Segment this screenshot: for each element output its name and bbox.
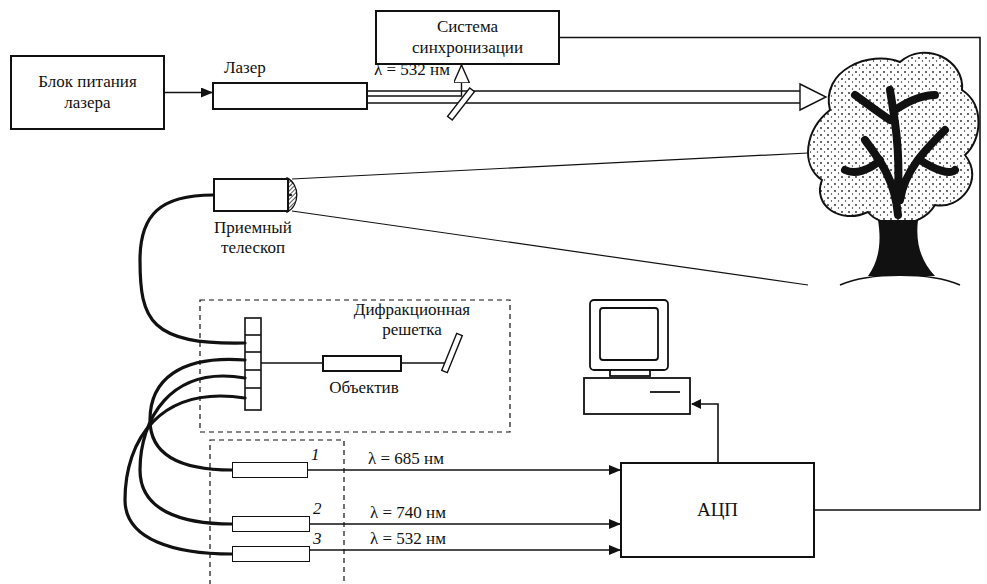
objective-box: Объектив: [322, 355, 402, 372]
node-text: 2: [313, 499, 322, 519]
node-text: 1: [311, 445, 320, 465]
edge-label: λ = 740 нм: [368, 503, 448, 523]
edge-label: λ = 532 нм: [368, 529, 448, 549]
power-supply-box: Блок питания лазера: [10, 55, 165, 130]
data-arrow: [692, 404, 718, 462]
node-text: Блок питания лазера: [20, 72, 155, 113]
telescope-fov: [252, 153, 808, 285]
node-text: 3: [313, 529, 322, 549]
detector: 1: [232, 462, 308, 478]
wavelength-label: λ = 532 нм: [372, 60, 452, 80]
detector: 3: [232, 546, 310, 562]
adc-box: АЦП: [620, 462, 815, 558]
connector: [560, 38, 980, 511]
connector: [310, 523, 620, 525]
node-text: Приемный телескоп: [183, 218, 323, 259]
laser-box: Лазер: [212, 82, 368, 110]
fiber-holder: [245, 318, 261, 410]
detector: 2: [232, 516, 310, 532]
detector-frame: [210, 440, 344, 584]
connector: [310, 549, 620, 551]
connector: [165, 92, 212, 94]
telescope-box: Приемный телескоп: [213, 178, 289, 212]
laser-beam: [368, 84, 826, 110]
computer: [584, 300, 690, 414]
node-text: Система синхронизации: [385, 17, 550, 58]
diffraction-grating: [442, 333, 463, 372]
sync-box: Система синхронизации: [375, 10, 560, 65]
tree: [808, 53, 978, 285]
node-text: Лазер: [224, 58, 266, 78]
node-text: АЦП: [697, 499, 738, 522]
edge-label: λ = 685 нм: [366, 449, 446, 469]
node-text: Объектив: [309, 378, 419, 398]
connector: [308, 469, 620, 471]
grating-label: Дифракционная решетка: [335, 300, 489, 341]
spectrometer-frame: [200, 300, 510, 432]
